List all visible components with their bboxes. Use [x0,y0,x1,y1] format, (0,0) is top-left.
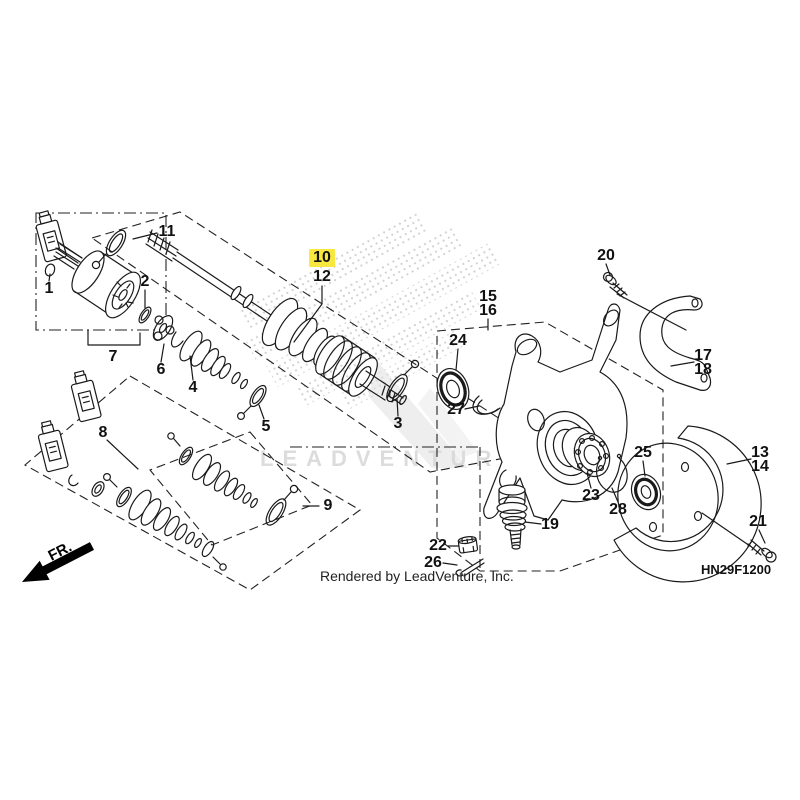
boot-kit-9-box [149,431,313,546]
part-label-13[interactable]: 13 [751,444,769,461]
diagram-code: HN29F1200 [701,562,772,577]
part-label-17[interactable]: 17 [694,347,712,364]
part-label-26[interactable]: 26 [424,554,442,571]
part-label-4[interactable]: 4 [188,379,198,396]
knuckle-set-box [436,321,664,572]
axle-shaft-drawing [145,229,278,326]
front-direction-arrow [22,542,94,582]
castle-nut-22-drawing [457,536,479,554]
part-label-8[interactable]: 8 [98,424,108,441]
grease-bottle-kit8b [37,420,69,473]
grease-bottle-kit8a [70,370,102,423]
part-label-10-highlighted[interactable]: 10 [309,249,335,267]
part-label-7[interactable]: 7 [108,348,118,365]
splash-guard-drawing [613,425,762,583]
inboard-boot-4-drawing [179,330,249,390]
bracket-17-18-drawing [639,295,712,391]
boot-kit-9-drawing [167,432,299,526]
internal-ring-27-drawing [472,395,501,415]
leadventure-watermark-text: LEADVENTURE [260,446,525,471]
part-label-21[interactable]: 21 [749,513,767,530]
part-label-25[interactable]: 25 [634,444,652,461]
bolt-20-drawing [602,271,628,299]
part-label-20[interactable]: 20 [597,247,615,264]
ring-kit8-drawing [91,481,105,497]
part-label-24[interactable]: 24 [449,332,467,349]
circlip-2-drawing [138,306,152,324]
outboard-joint-drawing [261,297,407,405]
boot-band-3-drawing [386,359,420,403]
part-label-9[interactable]: 9 [323,497,333,514]
render-credit-text: Rendered by LeadVenture, Inc. [320,568,514,584]
part-label-1[interactable]: 1 [44,280,54,297]
oring-1-drawing [44,263,56,277]
part-label-5[interactable]: 5 [261,418,271,435]
part-label-22[interactable]: 22 [429,537,447,554]
snap-ring-28-drawing [596,453,628,493]
stop-ring-6-drawing [170,331,184,348]
part-label-15[interactable]: 15 [479,288,497,305]
dust-seal-25-drawing [630,473,662,511]
part-label-28[interactable]: 28 [609,501,627,518]
leader-lines [48,232,766,566]
part-label-2[interactable]: 2 [140,273,150,290]
cotter-pin-26-drawing [455,558,485,577]
part-label-14[interactable]: 14 [751,458,769,475]
oring-kit8-drawing [68,474,79,487]
boot-band-5-drawing [237,384,267,421]
part-label-27[interactable]: 27 [447,401,465,418]
boot-band-11-drawing [91,229,127,270]
part-label-18[interactable]: 18 [694,361,712,378]
part-label-6[interactable]: 6 [156,361,166,378]
driveshaft-set-box [90,211,550,473]
grease-bottle-top [35,210,67,263]
part-label-16[interactable]: 16 [479,302,497,319]
spider-drawing [152,315,175,341]
part-label-19[interactable]: 19 [541,516,559,533]
part-label-11[interactable]: 11 [158,223,176,240]
wheel-bearing-23-drawing [561,426,611,478]
part-label-12[interactable]: 12 [313,268,331,285]
grease-kit-box-1 [35,212,167,331]
boot-kit-8-drawing [102,473,227,571]
bolt-21-drawing [747,539,777,563]
part-label-3[interactable]: 3 [393,415,403,432]
dust-seal-24-drawing [436,368,470,410]
part-label-23[interactable]: 23 [582,487,600,504]
ball-joint-19-drawing [496,484,528,550]
inner-cv-joint-drawing [53,241,141,319]
